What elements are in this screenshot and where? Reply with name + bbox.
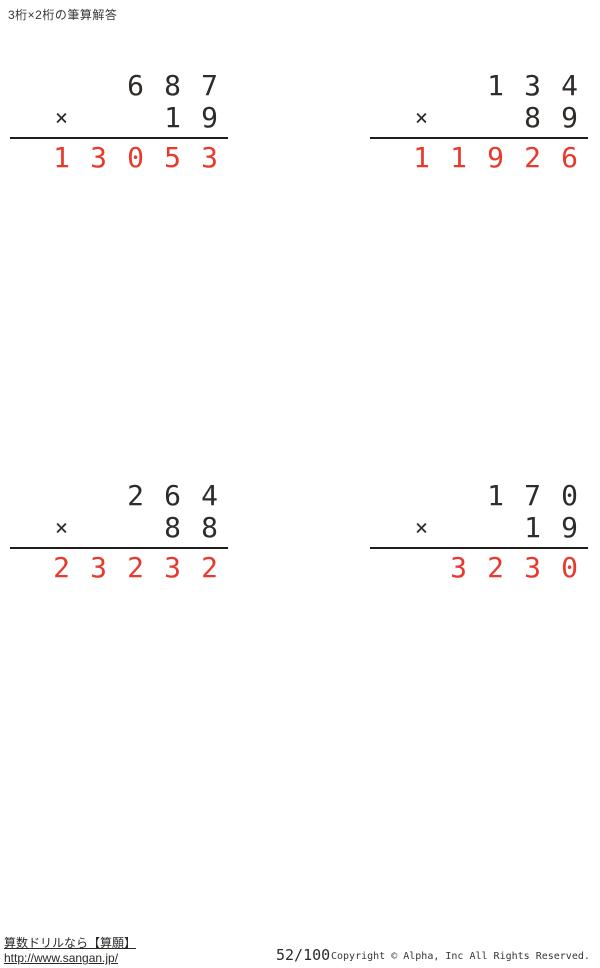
empty-cell xyxy=(80,512,117,544)
digit: 2 xyxy=(127,479,144,512)
digit: 1 xyxy=(413,141,430,174)
empty-cell xyxy=(80,70,117,102)
digit: 9 xyxy=(561,511,578,544)
digit: 6 xyxy=(127,69,144,102)
digit: 7 xyxy=(524,479,541,512)
empty-cell xyxy=(440,480,477,512)
digit: 3 xyxy=(524,69,541,102)
empty-cell xyxy=(403,70,440,102)
digit: 4 xyxy=(201,479,218,512)
digit: 3 xyxy=(164,551,181,584)
digit: 1 xyxy=(487,479,504,512)
empty-cell xyxy=(117,512,154,544)
digit: 8 xyxy=(164,511,181,544)
site-name-link[interactable]: 算数ドリルなら【算願】 xyxy=(4,936,137,950)
digit: 1 xyxy=(53,141,70,174)
digit: 8 xyxy=(164,69,181,102)
multiply-sign: × xyxy=(414,516,429,541)
empty-cell xyxy=(440,70,477,102)
digit: 0 xyxy=(561,479,578,512)
empty-cell xyxy=(403,480,440,512)
digit: 1 xyxy=(164,101,181,134)
digit: 9 xyxy=(561,101,578,134)
empty-cell xyxy=(477,512,514,544)
digit: 8 xyxy=(524,101,541,134)
digit: 6 xyxy=(561,141,578,174)
digit: 6 xyxy=(164,479,181,512)
digit: 3 xyxy=(90,551,107,584)
multiply-sign: × xyxy=(54,516,69,541)
digit: 9 xyxy=(487,141,504,174)
digit: 3 xyxy=(450,551,467,584)
vinculum-line xyxy=(370,547,588,549)
copyright-text: Copyright © Alpha, Inc All Rights Reserv… xyxy=(331,951,590,962)
digit: 9 xyxy=(201,101,218,134)
digit: 1 xyxy=(487,69,504,102)
empty-cell xyxy=(80,102,117,134)
digit: 2 xyxy=(487,551,504,584)
digit: 3 xyxy=(201,141,218,174)
vinculum-line xyxy=(10,547,228,549)
digit: 2 xyxy=(201,551,218,584)
digit: 1 xyxy=(524,511,541,544)
digit: 7 xyxy=(201,69,218,102)
vinculum-line xyxy=(370,137,588,139)
digit: 0 xyxy=(561,551,578,584)
digit: 2 xyxy=(53,551,70,584)
empty-cell xyxy=(403,552,440,584)
empty-cell xyxy=(80,480,117,512)
multiply-sign: × xyxy=(54,106,69,131)
digit: 1 xyxy=(450,141,467,174)
digit: 8 xyxy=(201,511,218,544)
digit: 3 xyxy=(524,551,541,584)
digit: 4 xyxy=(561,69,578,102)
empty-cell xyxy=(440,512,477,544)
empty-cell xyxy=(43,480,80,512)
page-title: 3桁×2桁の筆算解答 xyxy=(8,8,118,22)
multiply-sign: × xyxy=(414,106,429,131)
digit: 3 xyxy=(90,141,107,174)
digit: 5 xyxy=(164,141,181,174)
empty-cell xyxy=(440,102,477,134)
digit: 2 xyxy=(127,551,144,584)
vinculum-line xyxy=(10,137,228,139)
footer-links: 算数ドリルなら【算願】 http://www.sangan.jp/ xyxy=(4,936,136,966)
page-number: 52/100 xyxy=(276,946,331,964)
digit: 2 xyxy=(524,141,541,174)
digit: 0 xyxy=(127,141,144,174)
site-url-link[interactable]: http://www.sangan.jp/ xyxy=(4,951,119,965)
empty-cell xyxy=(477,102,514,134)
empty-cell xyxy=(117,102,154,134)
empty-cell xyxy=(43,70,80,102)
